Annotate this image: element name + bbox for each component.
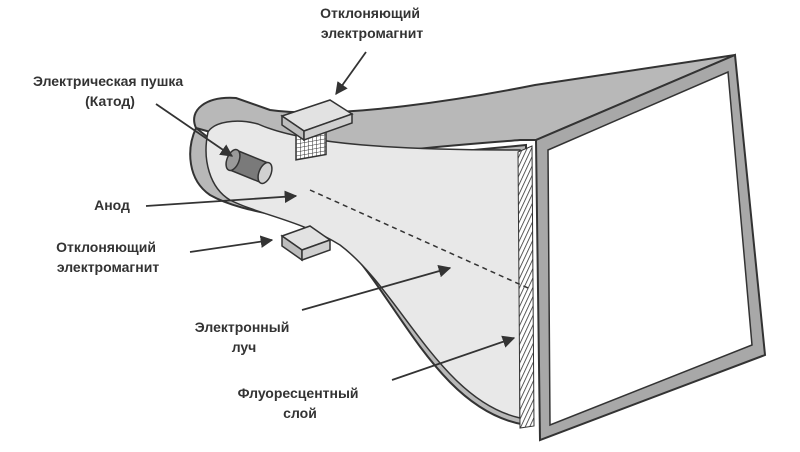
leader-arrows <box>145 51 516 381</box>
screen-glass <box>547 70 753 427</box>
arrow-electron-beam <box>301 265 452 311</box>
crt-screen <box>517 53 767 442</box>
deflector-bottom-magnet <box>280 225 332 262</box>
label-anode: Анод <box>94 197 130 213</box>
label-electron-gun: Электрическая пушка (Катод) <box>33 73 187 109</box>
arrow-deflector-bottom <box>189 235 274 253</box>
arrow-anode <box>145 190 298 207</box>
electron-gun-front-cap <box>257 161 273 185</box>
arrow-phosphor-layer <box>391 335 516 381</box>
label-deflector-top: Отклоняющий электромагнит <box>320 5 424 41</box>
label-deflector-bottom: Отклоняющий электромагнит <box>56 239 160 275</box>
electron-beam-line <box>309 189 529 289</box>
label-electron-beam: Электронный луч <box>195 319 293 355</box>
label-phosphor-layer: Флуоресцентный слой <box>238 385 363 421</box>
arrow-deflector-top <box>335 51 367 96</box>
arrow-electron-gun <box>155 103 234 157</box>
deflector-top-magnet <box>280 99 354 142</box>
